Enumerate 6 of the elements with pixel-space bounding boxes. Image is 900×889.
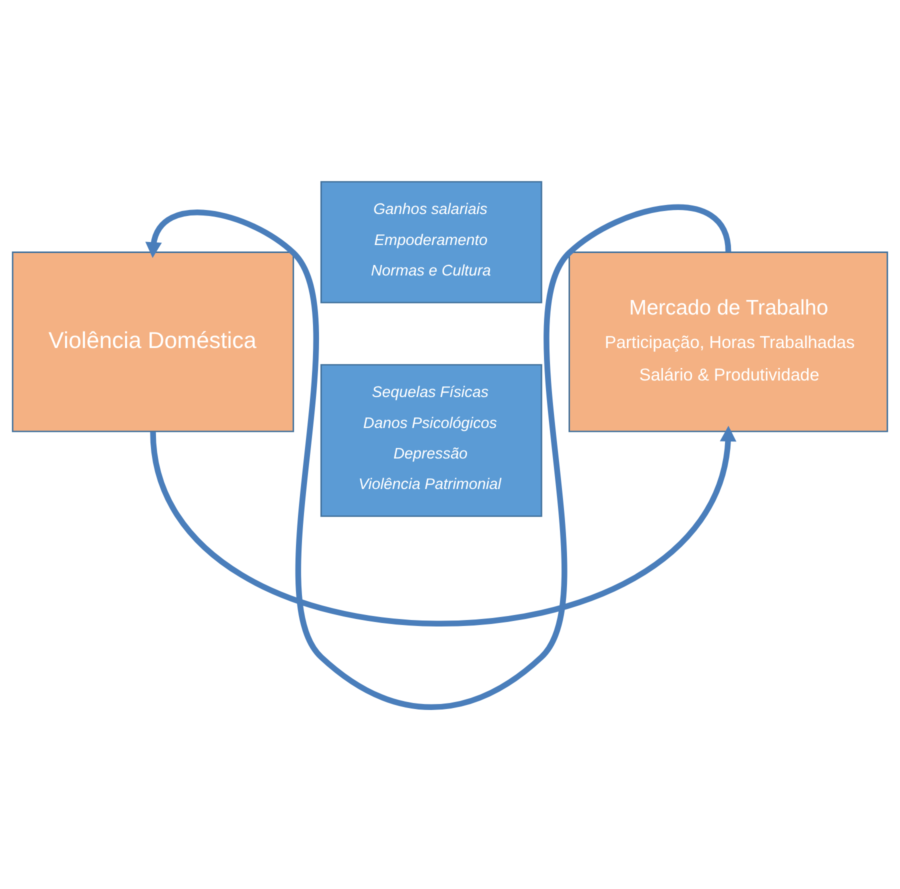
- node-box: Sequelas Físicas Danos Psicológicos Depressão Violência Patrimonial: [320, 364, 542, 517]
- node-box: Mercado de Trabalho Participação, Horas Trabalhadas Salário & Produtividade: [568, 252, 888, 432]
- node-box: Violência Doméstica: [12, 252, 294, 432]
- node-box: Ganhos salariais Empoderamento Normas e Cultura: [320, 181, 542, 304]
- arrow: [150, 426, 736, 626]
- arrow: [145, 204, 732, 710]
